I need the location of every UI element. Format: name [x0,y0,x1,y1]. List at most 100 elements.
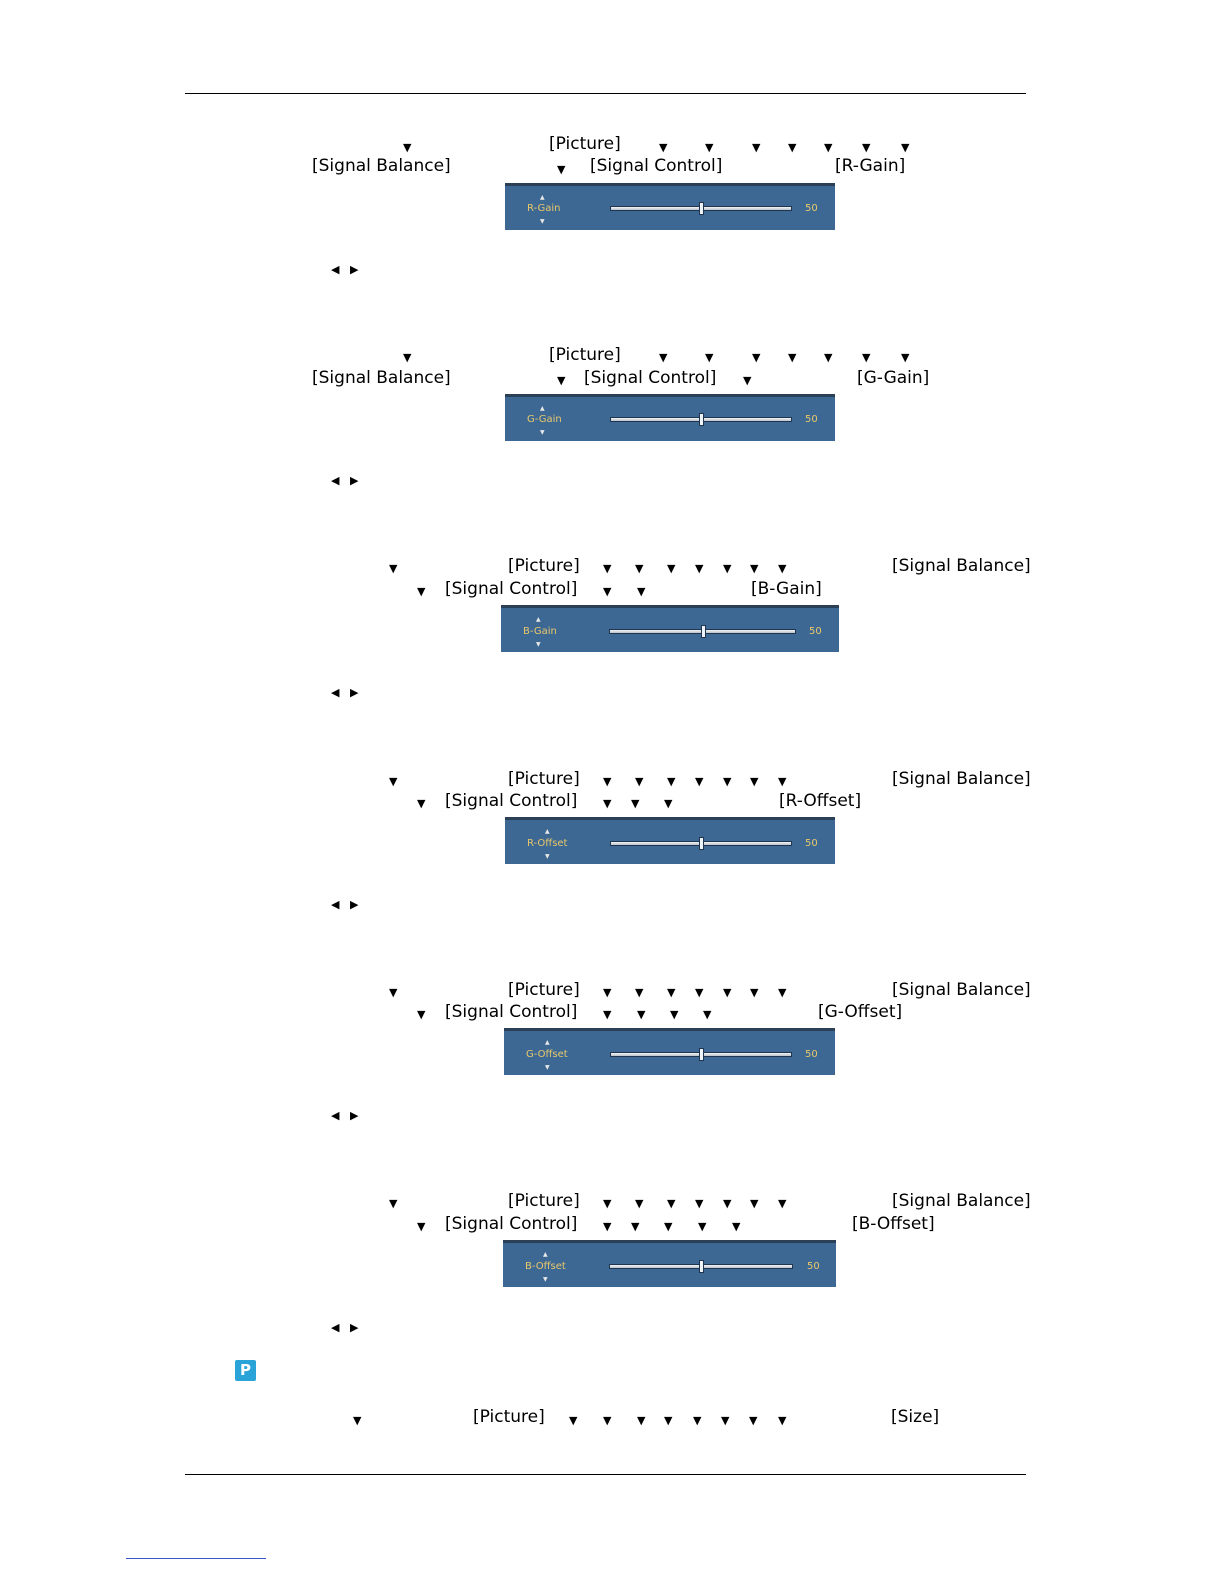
osd-setting-name: B-Offset [525,1261,566,1272]
signal-control-label: [Signal Control] [445,1214,578,1234]
down-arrow-icon: ▼ [635,775,644,788]
osd-value: 50 [805,414,818,425]
down-arrow-icon: ▼ [750,986,759,999]
left-arrow-icon: ◀ [331,1321,340,1334]
down-arrow-icon: ▼ [723,986,732,999]
picture-label: [Picture] [508,980,580,1000]
up-arrow-icon: ▲ [543,1251,548,1258]
down-arrow-icon: ▼ [752,141,761,154]
down-arrow-icon: ▼ [723,562,732,575]
picture-label: [Picture] [473,1407,545,1427]
target-label: [R-Offset] [779,791,862,811]
down-arrow-icon: ▼ [635,986,644,999]
down-arrow-icon: ▼ [664,797,673,810]
down-arrow-icon: ▼ [695,1197,704,1210]
p-badge-icon: P [235,1360,256,1381]
down-arrow-icon: ▼ [778,986,787,999]
signal-control-label: [Signal Control] [445,1002,578,1022]
down-arrow-icon: ▼ [631,1220,640,1233]
down-arrow-icon: ▼ [705,351,714,364]
down-arrow-icon: ▼ [603,1197,612,1210]
picture-label: [Picture] [508,769,580,789]
picture-label: [Picture] [508,1191,580,1211]
signal-balance-label: [Signal Balance] [892,769,1031,789]
down-arrow-icon: ▼ [667,986,676,999]
down-arrow-icon: ▼ [603,1220,612,1233]
down-arrow-icon: ▼ [693,1414,702,1427]
osd-setting-name: R-Gain [527,203,561,214]
picture-label: [Picture] [549,134,621,154]
down-arrow-icon: ▼ [557,163,566,176]
down-arrow-icon: ▼ [417,585,426,598]
osd-setting-name: R-Offset [527,838,568,849]
osd-setting-name: B-Gain [523,626,557,637]
osd-slider-thumb[interactable] [700,625,706,638]
down-arrow-icon: ▼ [695,986,704,999]
right-arrow-icon: ▶ [350,1109,359,1122]
down-arrow-icon: ▼ [667,562,676,575]
osd-setting-name: G-Gain [527,414,562,425]
down-arrow-icon: ▼ [778,562,787,575]
down-arrow-icon: ▼ [637,585,646,598]
down-arrow-icon: ▼ [353,1414,362,1427]
down-arrow-icon: ▼ [603,1414,612,1427]
footer-rule [185,1474,1026,1475]
osd-slider-panel: ▲ G-Offset ▼ 50 [504,1028,835,1075]
down-arrow-icon: ▼ [778,1197,787,1210]
down-arrow-icon: ▼ [862,141,871,154]
osd-slider-panel: ▲ B-Offset ▼ 50 [503,1240,836,1287]
osd-slider-thumb[interactable] [699,413,704,426]
osd-slider-thumb[interactable] [699,1260,704,1273]
down-arrow-icon: ▼ [417,1008,426,1021]
signal-balance-label: [Signal Balance] [892,1191,1031,1211]
up-arrow-icon: ▲ [536,616,541,623]
signal-balance-label: [Signal Balance] [312,368,451,388]
down-arrow-icon: ▼ [788,141,797,154]
target-label: [R-Gain] [835,156,906,176]
down-arrow-icon: ▼ [543,1276,548,1283]
osd-slider-thumb[interactable] [699,1048,704,1061]
down-arrow-icon: ▼ [389,1197,398,1210]
down-arrow-icon: ▼ [540,218,545,225]
down-arrow-icon: ▼ [750,775,759,788]
down-arrow-icon: ▼ [635,562,644,575]
down-arrow-icon: ▼ [778,1414,787,1427]
up-arrow-icon: ▲ [545,828,550,835]
down-arrow-icon: ▼ [545,1064,550,1071]
down-arrow-icon: ▼ [664,1220,673,1233]
target-label: [G-Offset] [818,1002,903,1022]
up-arrow-icon: ▲ [540,194,545,201]
down-arrow-icon: ▼ [750,562,759,575]
osd-slider-panel: ▲ B-Gain ▼ 50 [501,605,839,652]
footer-link-underline[interactable] [126,1558,266,1559]
osd-slider-thumb[interactable] [699,202,704,215]
left-arrow-icon: ◀ [331,474,340,487]
down-arrow-icon: ▼ [536,641,541,648]
down-arrow-icon: ▼ [417,797,426,810]
down-arrow-icon: ▼ [723,775,732,788]
down-arrow-icon: ▼ [603,775,612,788]
osd-slider-panel: ▲ R-Gain ▼ 50 [505,183,835,230]
osd-slider-thumb[interactable] [699,837,704,850]
down-arrow-icon: ▼ [659,141,668,154]
target-label: [G-Gain] [857,368,930,388]
down-arrow-icon: ▼ [788,351,797,364]
left-arrow-icon: ◀ [331,686,340,699]
down-arrow-icon: ▼ [670,1008,679,1021]
signal-balance-label: [Signal Balance] [892,980,1031,1000]
down-arrow-icon: ▼ [389,562,398,575]
down-arrow-icon: ▼ [752,351,761,364]
osd-setting-name: G-Offset [526,1049,568,1060]
osd-slider-panel: ▲ R-Offset ▼ 50 [505,817,835,864]
target-label: [B-Offset] [852,1214,935,1234]
size-label: [Size] [891,1407,940,1427]
signal-control-label: [Signal Control] [445,579,578,599]
down-arrow-icon: ▼ [389,775,398,788]
osd-value: 50 [807,1261,820,1272]
down-arrow-icon: ▼ [824,141,833,154]
down-arrow-icon: ▼ [695,775,704,788]
down-arrow-icon: ▼ [695,562,704,575]
up-arrow-icon: ▲ [540,405,545,412]
picture-label: [Picture] [549,345,621,365]
down-arrow-icon: ▼ [635,1197,644,1210]
